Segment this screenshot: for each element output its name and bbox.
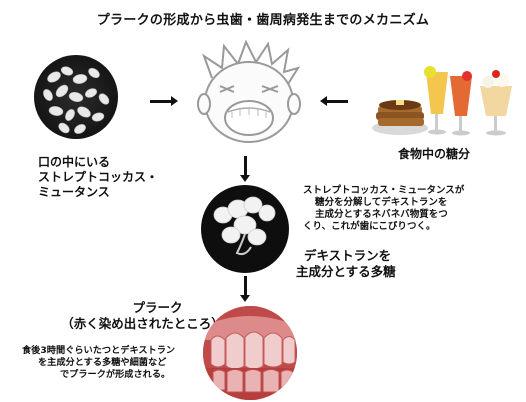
dextran-description: ストレプトコッカス・ミュータンスが 糖分を分解してデキストランを 主成分とするネ… xyxy=(303,185,523,233)
plaque-label: プラーク （赤く染め出されたところ） xyxy=(50,300,235,332)
dextran-label: デキストランを 主成分とする多糖 xyxy=(296,248,396,280)
diagram-title: プラークの形成から虫歯・歯周病発生までのメカニズム xyxy=(96,13,430,28)
dextran-micrograph xyxy=(201,185,289,273)
bacteria-label-line2: ストレプトコッカス・ xyxy=(38,170,159,184)
arrow-right-icon xyxy=(150,96,178,106)
dextran-label-line1: デキストランを xyxy=(304,248,392,263)
plaque-description: 食後3時間ぐらいたつとデキストラン を主成分とする多糖や細菌など でプラークが形… xyxy=(22,345,202,381)
plaque-desc-line2: を主成分とする多糖や細菌など xyxy=(38,357,167,368)
bacteria-micrograph xyxy=(34,55,118,139)
plaque-teeth-photo xyxy=(203,306,297,400)
bacteria-label-line3: ミュータンス xyxy=(38,185,110,199)
plaque-desc-line1: 食後3時間ぐらいたつとデキストラン xyxy=(22,345,176,356)
dextran-label-line2: 主成分とする多糖 xyxy=(296,264,396,279)
dextran-desc-line4: くり、これが歯にこびりつく。 xyxy=(303,221,436,232)
arrow-down-icon-1 xyxy=(240,156,250,182)
dextran-desc-line1: ストレプトコッカス・ミュータンスが xyxy=(303,185,465,196)
bacteria-label: 口の中にいる ストレプトコッカス・ ミュータンス xyxy=(38,155,158,200)
plaque-label-line2: （赤く染め出されたところ） xyxy=(61,316,224,331)
dextran-desc-line3: 主成分とするネバネバ物質をつ xyxy=(315,209,448,220)
plaque-desc-line3: でプラークが形成される。 xyxy=(60,369,171,380)
bacteria-label-line1: 口の中にいる xyxy=(38,155,111,169)
food-illustration xyxy=(370,60,518,140)
arrow-left-icon xyxy=(320,96,348,106)
arrow-down-icon-2 xyxy=(240,276,250,302)
food-label: 食物中の糖分 xyxy=(398,147,471,161)
face-illustration xyxy=(184,38,314,150)
plaque-label-line1: プラーク xyxy=(132,300,183,315)
dextran-desc-line2: 糖分を分解してデキストランを xyxy=(315,197,448,208)
